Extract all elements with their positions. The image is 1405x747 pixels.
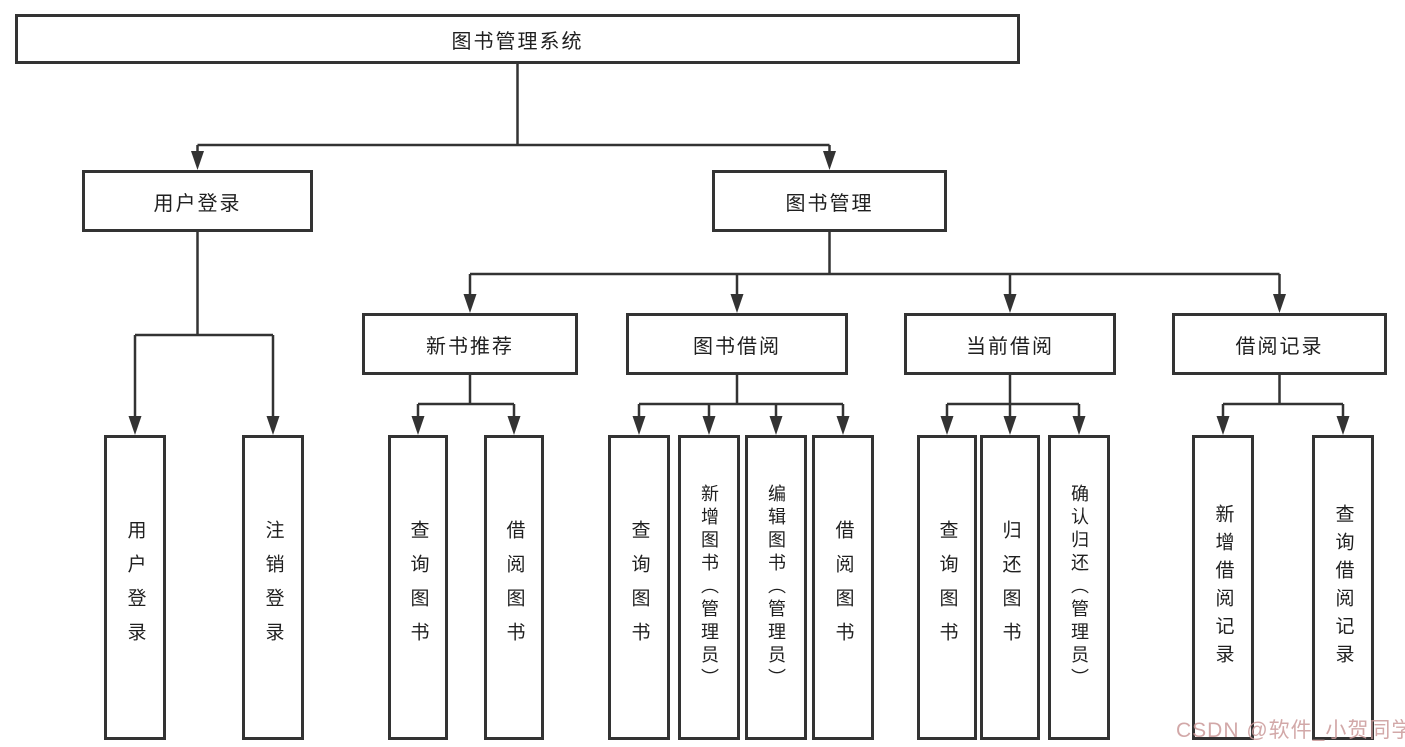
node-current-borrow: 当前借阅: [904, 313, 1116, 375]
leaf-user-login: 用户登录: [104, 435, 166, 740]
leaf-query-book-borrow: 查询图书: [608, 435, 670, 740]
node-book-management: 图书管理: [712, 170, 947, 232]
leaf-query-book-recommend: 查询图书: [388, 435, 448, 740]
leaf-query-borrow-record: 查询借阅记录: [1312, 435, 1374, 740]
leaf-edit-book-admin: 编辑图书（管理员）: [745, 435, 807, 740]
leaf-borrow-book-recommend: 借阅图书: [484, 435, 544, 740]
leaf-confirm-return-admin: 确认归还（管理员）: [1048, 435, 1110, 740]
node-user-login: 用户登录: [82, 170, 313, 232]
leaf-query-book-current: 查询图书: [917, 435, 977, 740]
leaf-add-book-admin: 新增图书（管理员）: [678, 435, 740, 740]
leaf-return-book: 归还图书: [980, 435, 1040, 740]
node-root: 图书管理系统: [15, 14, 1020, 64]
csdn-watermark: CSDN @软件_小贺同学: [1176, 719, 1405, 742]
node-borrow-record: 借阅记录: [1172, 313, 1387, 375]
leaf-logout: 注销登录: [242, 435, 304, 740]
node-new-book-recommend: 新书推荐: [362, 313, 578, 375]
leaf-borrow-book: 借阅图书: [812, 435, 874, 740]
leaf-add-borrow-record: 新增借阅记录: [1192, 435, 1254, 740]
node-book-borrow: 图书借阅: [626, 313, 848, 375]
